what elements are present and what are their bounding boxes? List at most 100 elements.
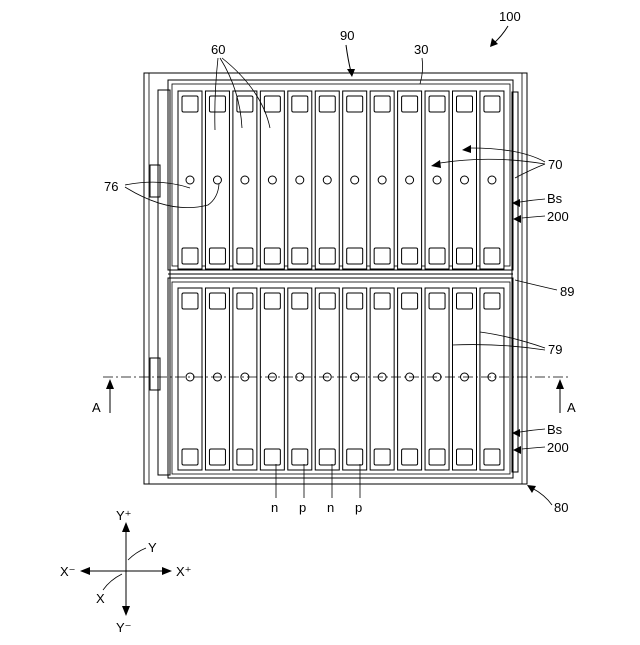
bottom-cell-terminal-bottom-6 bbox=[319, 449, 335, 465]
top-cell-terminal-bottom-10 bbox=[429, 248, 445, 264]
label-60: 60 bbox=[211, 42, 225, 57]
label-bs-bottom: Bs bbox=[547, 422, 563, 437]
top-cell-terminal-top-3 bbox=[237, 96, 253, 112]
arrowhead-100 bbox=[490, 38, 498, 47]
axis-y-leader bbox=[128, 548, 146, 560]
axis-x-minus-arrowhead bbox=[80, 567, 90, 575]
top-cell-vent-10 bbox=[433, 176, 441, 184]
bottom-cell-terminal-top-1 bbox=[182, 293, 198, 309]
label-200-bottom: 200 bbox=[547, 440, 569, 455]
top-cell-terminal-bottom-2 bbox=[209, 248, 225, 264]
label-70: 70 bbox=[548, 157, 562, 172]
axis-label-y-plus: Y⁺ bbox=[116, 508, 132, 523]
label-79: 79 bbox=[548, 342, 562, 357]
bottom-cell-terminal-top-10 bbox=[429, 293, 445, 309]
axis-x-plus-arrowhead bbox=[162, 567, 172, 575]
top-cell-terminal-bottom-7 bbox=[347, 248, 363, 264]
label-100: 100 bbox=[499, 9, 521, 24]
bottom-cell-terminal-bottom-2 bbox=[209, 449, 225, 465]
bottom-cell-terminal-top-3 bbox=[237, 293, 253, 309]
bottom-cell-terminal-top-11 bbox=[457, 293, 473, 309]
top-cell-terminal-bottom-1 bbox=[182, 248, 198, 264]
axis-label-x: X bbox=[96, 591, 105, 606]
top-cell-terminal-bottom-12 bbox=[484, 248, 500, 264]
top-cell-terminal-bottom-11 bbox=[457, 248, 473, 264]
top-cell-vent-3 bbox=[241, 176, 249, 184]
bottom-cell-terminal-top-4 bbox=[264, 293, 280, 309]
bottom-cell-terminal-bottom-1 bbox=[182, 449, 198, 465]
bottom-cell-terminal-bottom-10 bbox=[429, 449, 445, 465]
bottom-cell-terminal-top-12 bbox=[484, 293, 500, 309]
top-cell-terminal-top-12 bbox=[484, 96, 500, 112]
bottom-cell-terminal-bottom-9 bbox=[402, 449, 418, 465]
bottom-cell-terminal-bottom-5 bbox=[292, 449, 308, 465]
top-cell-terminal-top-1 bbox=[182, 96, 198, 112]
polarity-label-1: n bbox=[271, 500, 278, 515]
bottom-cell-terminal-bottom-7 bbox=[347, 449, 363, 465]
bottom-cell-terminal-top-5 bbox=[292, 293, 308, 309]
leader-90 bbox=[346, 45, 351, 72]
top-cell-terminal-top-5 bbox=[292, 96, 308, 112]
label-bs-top: Bs bbox=[547, 191, 563, 206]
section-arrowhead-left bbox=[106, 379, 114, 389]
top-cell-terminal-top-8 bbox=[374, 96, 390, 112]
top-cell-terminal-top-4 bbox=[264, 96, 280, 112]
bottom-cell-terminal-bottom-4 bbox=[264, 449, 280, 465]
top-cell-terminal-top-10 bbox=[429, 96, 445, 112]
top-cell-terminal-bottom-8 bbox=[374, 248, 390, 264]
top-cell-vent-4 bbox=[268, 176, 276, 184]
axis-label-x-plus: X⁺ bbox=[176, 564, 192, 579]
axis-label-x-minus: X⁻ bbox=[60, 564, 76, 579]
leader-70-c bbox=[515, 164, 545, 178]
bottom-cell-terminal-bottom-3 bbox=[237, 449, 253, 465]
label-90: 90 bbox=[340, 28, 354, 43]
top-cell-terminal-top-2 bbox=[209, 96, 225, 112]
bottom-cell-terminal-bottom-11 bbox=[457, 449, 473, 465]
section-arrowhead-right bbox=[556, 379, 564, 389]
label-80: 80 bbox=[554, 500, 568, 515]
top-cell-terminal-top-11 bbox=[457, 96, 473, 112]
label-30: 30 bbox=[414, 42, 428, 57]
bottom-cell-terminal-top-2 bbox=[209, 293, 225, 309]
leader-bs-top bbox=[520, 199, 545, 202]
leader-89 bbox=[515, 280, 557, 290]
top-cell-vent-1 bbox=[186, 176, 194, 184]
arrowhead-200-bottom bbox=[513, 446, 521, 454]
section-label-right: A bbox=[567, 400, 576, 415]
top-cell-vent-2 bbox=[213, 176, 221, 184]
label-200-top: 200 bbox=[547, 209, 569, 224]
top-cell-terminal-bottom-9 bbox=[402, 248, 418, 264]
axis-x-leader bbox=[103, 574, 122, 590]
axis-label-y: Y bbox=[148, 540, 157, 555]
top-cell-vent-5 bbox=[296, 176, 304, 184]
bottom-cell-terminal-top-9 bbox=[402, 293, 418, 309]
bottom-cell-terminal-top-7 bbox=[347, 293, 363, 309]
bottom-cell-terminal-top-8 bbox=[374, 293, 390, 309]
top-cell-vent-12 bbox=[488, 176, 496, 184]
axis-y-plus-arrowhead bbox=[122, 522, 130, 532]
bottom-cell-terminal-bottom-8 bbox=[374, 449, 390, 465]
leader-200-top bbox=[522, 216, 545, 218]
top-cell-vent-9 bbox=[406, 176, 414, 184]
top-cell-terminal-bottom-6 bbox=[319, 248, 335, 264]
top-cell-vent-6 bbox=[323, 176, 331, 184]
section-label-left: A bbox=[92, 400, 101, 415]
bottom-cell-terminal-bottom-12 bbox=[484, 449, 500, 465]
top-cell-vent-11 bbox=[461, 176, 469, 184]
top-cell-vent-7 bbox=[351, 176, 359, 184]
leader-200-bottom bbox=[522, 447, 545, 449]
arrowhead-80 bbox=[527, 485, 536, 493]
label-89: 89 bbox=[560, 284, 574, 299]
top-cell-terminal-bottom-3 bbox=[237, 248, 253, 264]
polarity-label-3: n bbox=[327, 500, 334, 515]
top-cell-terminal-bottom-5 bbox=[292, 248, 308, 264]
cell-row-bottom bbox=[178, 288, 504, 470]
top-cell-terminal-bottom-4 bbox=[264, 248, 280, 264]
cell-row-top bbox=[178, 91, 504, 269]
arrowhead-200-top bbox=[513, 215, 521, 223]
leader-bs-bottom bbox=[520, 429, 545, 432]
bottom-cell-terminal-top-6 bbox=[319, 293, 335, 309]
label-76: 76 bbox=[104, 179, 118, 194]
